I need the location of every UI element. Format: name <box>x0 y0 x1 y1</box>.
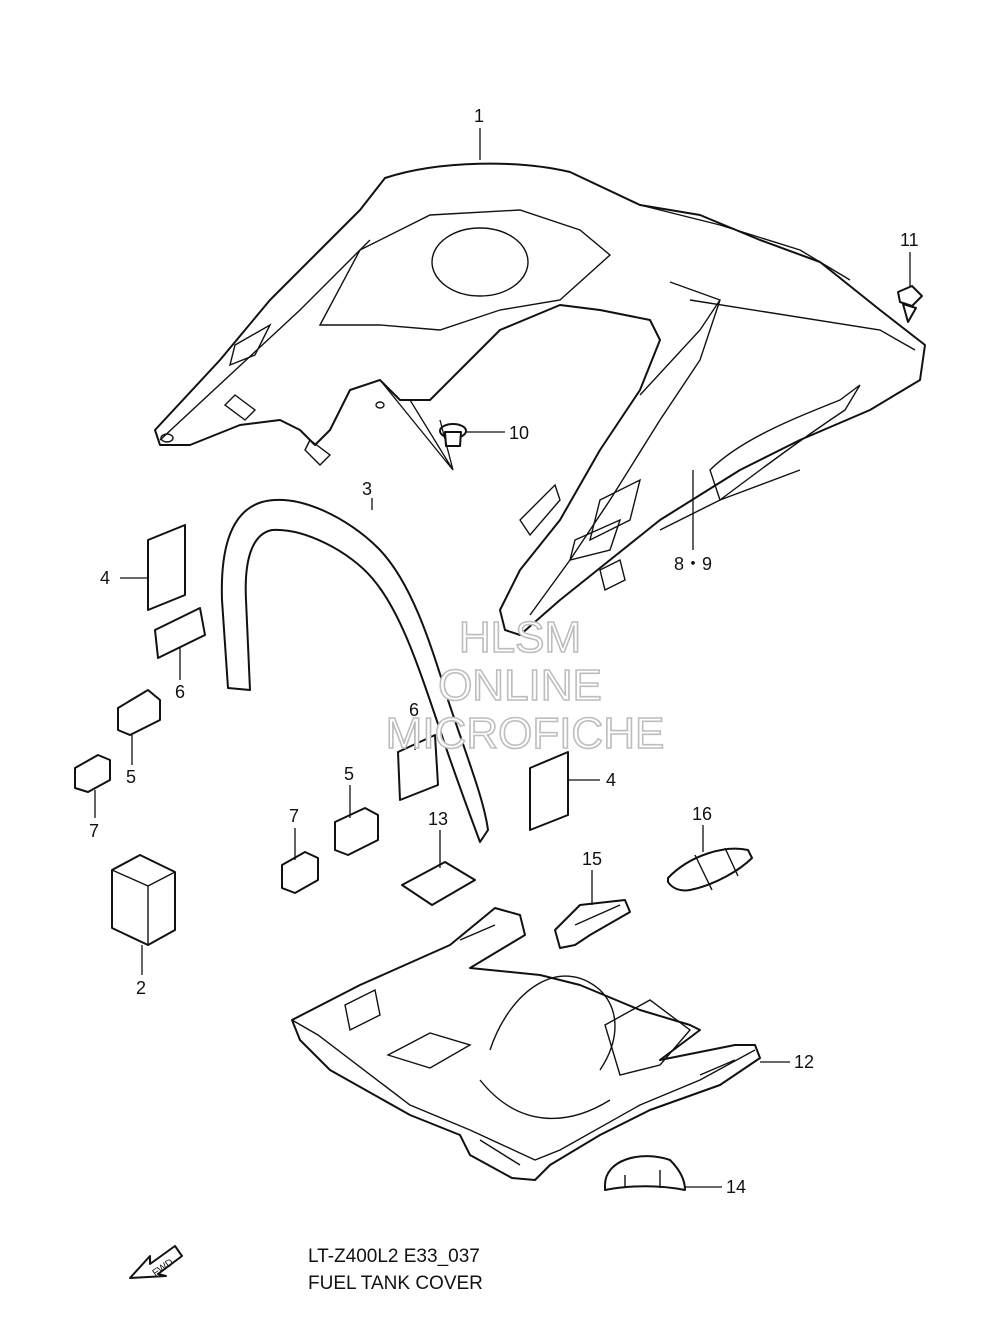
part-12-tray <box>291 907 761 1181</box>
callout-7-mid: 7 <box>289 806 299 826</box>
part-15-bracket <box>554 899 631 949</box>
part-4-pad-right <box>529 751 569 831</box>
callout-11: 11 <box>900 230 919 250</box>
watermark: HLSM ONLINE MICROFICHE <box>385 612 665 759</box>
watermark-line-1: HLSM <box>459 613 581 662</box>
callout-16: 16 <box>692 804 712 824</box>
diagram-title: FUEL TANK COVER <box>308 1273 483 1294</box>
callout-6-mid: 6 <box>409 700 419 720</box>
watermark-line-3: MICROFICHE <box>386 709 665 758</box>
part-2-block <box>111 854 176 946</box>
callout-6-left: 6 <box>175 682 185 702</box>
watermark-line-2: ONLINE <box>438 661 602 710</box>
leader-lines <box>94 128 911 1188</box>
callout-13: 13 <box>428 809 448 829</box>
part-16-cover <box>667 847 753 892</box>
callout-7-left: 7 <box>89 821 99 841</box>
callout-2: 2 <box>136 978 146 998</box>
diagram-code: LT-Z400L2 E33_037 <box>308 1246 480 1267</box>
part-3-frame-trim <box>220 498 489 843</box>
part-5-pad-left <box>117 689 161 736</box>
callout-4-left: 4 <box>100 568 110 588</box>
part-7-pad-mid <box>281 851 319 894</box>
part-13-sheet <box>401 861 476 906</box>
callout-8-9: 8・9 <box>674 554 712 574</box>
part-7-pad-left <box>74 754 111 793</box>
callout-14: 14 <box>726 1177 746 1197</box>
callout-5-left: 5 <box>126 767 136 787</box>
callout-5-mid: 5 <box>344 764 354 784</box>
part-1-fuel-tank-cover <box>154 162 926 636</box>
part-11-clip <box>897 285 923 323</box>
part-4-pad-left <box>147 524 186 611</box>
part-10-clip <box>439 423 467 447</box>
callout-1: 1 <box>474 106 484 126</box>
fwd-arrow-icon: FWD <box>129 1245 183 1279</box>
callout-3: 3 <box>362 479 372 499</box>
part-6-pad-mid <box>397 734 439 801</box>
part-6-pad-left <box>154 607 206 659</box>
callouts: 1 3 4 6 5 7 2 6 5 7 13 4 10 11 8・9 15 16… <box>89 106 919 1197</box>
callout-4-right: 4 <box>606 770 616 790</box>
callout-10: 10 <box>509 423 529 443</box>
callout-12: 12 <box>794 1052 814 1072</box>
part-5-pad-mid <box>334 807 379 856</box>
part-14-cap <box>604 1155 686 1191</box>
callout-15: 15 <box>582 849 602 869</box>
